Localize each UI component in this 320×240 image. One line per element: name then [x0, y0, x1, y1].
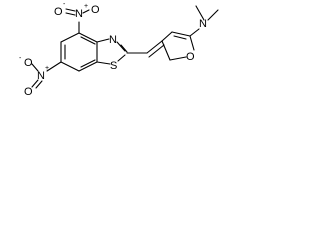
- thiazole-n-label: N: [109, 34, 117, 46]
- nitro-top-o-left-charge: -: [63, 1, 66, 8]
- dimethylamino-group: [189, 5, 219, 37]
- nitro-left-o-top-label: O: [24, 57, 33, 69]
- nitro-top-o-right-label: O: [91, 4, 100, 16]
- nitro-left-o-bottom-label: O: [24, 86, 33, 98]
- thiazole-s-label: S: [110, 60, 117, 72]
- nitro-left-n-charge: +: [45, 65, 49, 72]
- furan-ring: [161, 31, 195, 61]
- furan-o-label: O: [186, 51, 195, 63]
- benzene-ring: [60, 32, 98, 72]
- thiazole-ring: [96, 38, 128, 65]
- nitro-top-o-left-label: O: [54, 6, 63, 18]
- chemical-structure-diagram: O - N + O O - N + O N S O N: [19, 1, 219, 98]
- nitro-group-top: [65, 8, 90, 34]
- amine-n-label: N: [199, 18, 207, 30]
- nitro-left-n-label: N: [37, 70, 45, 82]
- nitro-top-n-label: N: [75, 8, 83, 20]
- nitro-left-o-top-charge: -: [19, 55, 22, 62]
- nitro-top-n-charge: +: [84, 3, 88, 10]
- vinyl-linker: [126, 40, 165, 58]
- nitro-group-left: [31, 61, 62, 89]
